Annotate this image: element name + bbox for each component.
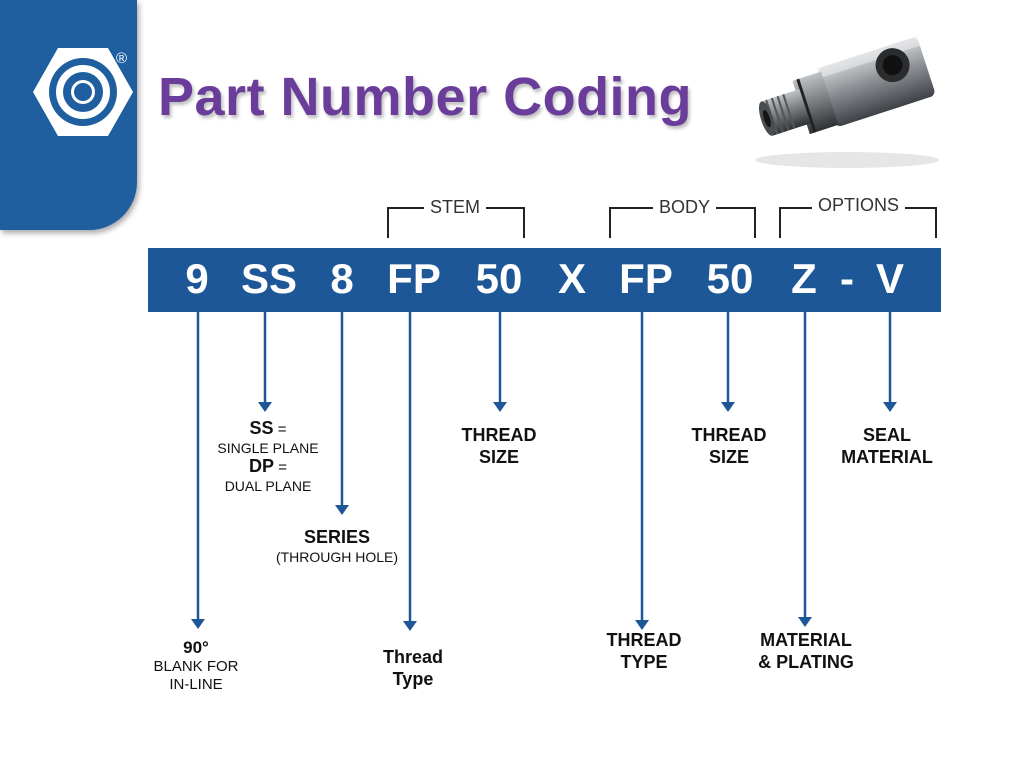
code-segment-body-thread-size: 50 xyxy=(706,255,754,302)
stem-thread-type-label: Thread Type xyxy=(383,647,443,690)
seal-material-label: SEAL MATERIAL xyxy=(841,425,933,468)
material-line-1: MATERIAL xyxy=(760,630,852,650)
code-segment-series: 8 xyxy=(330,255,354,302)
stem-thread-type-line-2: Type xyxy=(392,668,434,689)
arrow-material xyxy=(798,312,812,627)
page-title: Part Number Coding xyxy=(158,67,693,127)
body-thread-type-label: THREAD TYPE xyxy=(607,630,682,673)
stem-thread-type-line-1: Thread xyxy=(382,647,444,667)
arrow-seal xyxy=(883,312,897,412)
arrow-body-thread-type xyxy=(635,312,649,630)
options-group-label: OPTIONS xyxy=(812,195,906,216)
code-segment-stem-thread-type: FP xyxy=(387,255,441,302)
registered-mark: ® xyxy=(116,50,128,67)
body-thread-size-label: THREAD SIZE xyxy=(692,425,767,468)
ss-code: SS xyxy=(249,418,274,438)
series-label: SERIES (THROUGH HOLE) xyxy=(276,527,398,565)
dp-description: DUAL PLANE xyxy=(224,477,312,494)
stem-thread-size-label: THREAD SIZE xyxy=(462,425,537,468)
angle-sub-1: BLANK FOR xyxy=(153,658,239,676)
body-group-label: BODY xyxy=(653,197,717,218)
arrow-stem-thread-size xyxy=(493,312,507,412)
stem-thread-size-line-2: SIZE xyxy=(478,446,519,467)
dp-equals: = xyxy=(274,459,287,477)
ss-description: SINGLE PLANE xyxy=(217,439,319,456)
series-subtitle: (THROUGH HOLE) xyxy=(275,548,399,565)
angle-title: 90° xyxy=(183,638,209,657)
arrow-series xyxy=(335,312,349,515)
seal-line-2: MATERIAL xyxy=(841,446,933,467)
arrow-stem-thread-type xyxy=(403,312,417,631)
body-thread-size-line-2: SIZE xyxy=(708,446,749,467)
code-segment-seal: V xyxy=(875,255,905,302)
body-thread-type-line-1: THREAD xyxy=(606,630,682,650)
code-segment-body-thread-type: FP xyxy=(619,255,673,302)
stem-group-label: STEM xyxy=(424,197,487,218)
part-number-bar xyxy=(148,248,941,312)
ss-equals: = xyxy=(273,421,287,438)
plane-label: SS = SINGLE PLANE DP = DUAL PLANE xyxy=(217,418,318,495)
material-line-2: & PLATING xyxy=(758,651,854,672)
series-title: SERIES xyxy=(303,527,371,547)
code-segment-material: Z xyxy=(791,255,817,302)
swivel-fitting-photo xyxy=(755,36,939,168)
arrow-angle xyxy=(191,312,205,629)
code-segment-angle: 9 xyxy=(185,255,209,302)
dp-code: DP xyxy=(249,456,275,477)
code-segment-plane: SS xyxy=(240,255,298,302)
material-plating-label: MATERIAL & PLATING xyxy=(758,630,854,673)
logo-panel: ® xyxy=(0,0,137,230)
code-segment-separator-x: X xyxy=(557,255,587,302)
body-thread-size-line-1: THREAD xyxy=(691,425,767,445)
stem-thread-size-line-1: THREAD xyxy=(461,425,537,445)
arrow-plane xyxy=(258,312,272,412)
angle-sub-2: IN-LINE xyxy=(169,676,223,694)
arrow-body-thread-size xyxy=(721,312,735,412)
angle-label: 90° BLANK FOR IN-LINE xyxy=(153,638,238,694)
body-thread-type-line-2: TYPE xyxy=(620,651,668,672)
code-segment-stem-thread-size: 50 xyxy=(475,255,523,302)
seal-line-1: SEAL xyxy=(862,425,911,445)
code-segment-dash: - xyxy=(840,255,854,302)
hex-nut-logo-icon xyxy=(33,48,133,136)
